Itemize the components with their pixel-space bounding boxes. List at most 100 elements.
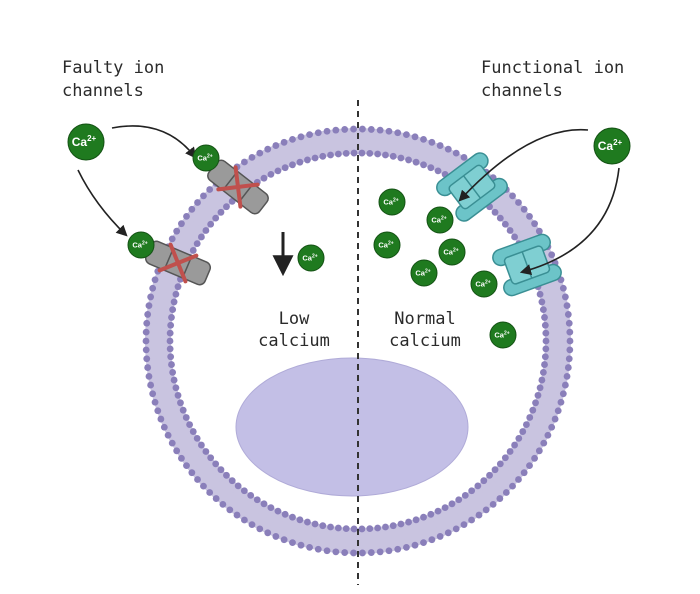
lipid-tail: [165, 291, 174, 294]
lipid-head: [179, 406, 187, 414]
lipid-head: [382, 523, 389, 531]
lipid-tail: [157, 280, 166, 284]
lipid-tail: [512, 452, 520, 459]
lipid-tail: [548, 323, 557, 326]
lipid-tail: [309, 536, 313, 545]
lipid-tail: [520, 458, 528, 465]
lipid-tail: [544, 299, 553, 302]
lipid-tail: [525, 451, 533, 458]
lipid-head: [420, 161, 427, 169]
lipid-head: [334, 150, 342, 158]
lipid-tail: [320, 145, 323, 154]
lipid-tail: [253, 514, 258, 523]
lipid-head: [482, 506, 490, 514]
calcium-ion-icon: [373, 231, 401, 259]
lipid-head: [289, 135, 296, 143]
lipid-tail: [212, 471, 220, 478]
lipid-tail: [296, 151, 300, 160]
lipid-head: [538, 298, 546, 306]
lipid-head: [491, 208, 499, 216]
lipid-tail: [438, 160, 444, 169]
lipid-tail: [320, 528, 323, 537]
lipid-tail: [163, 299, 172, 302]
lipid-tail: [395, 135, 398, 144]
lipid-tail: [529, 232, 538, 238]
lipid-tail: [479, 500, 485, 508]
lipid-head: [160, 423, 168, 431]
lipid-tail: [318, 135, 321, 144]
lipid-tail: [265, 164, 270, 172]
lipid-head: [535, 447, 543, 455]
lipid-tail: [393, 528, 396, 537]
normal-calcium-line2: calcium: [389, 331, 461, 351]
lipid-tail: [160, 406, 169, 411]
nucleus: [235, 357, 469, 497]
lipid-head: [511, 233, 518, 241]
lipid-tail: [533, 437, 542, 443]
lipid-head: [198, 441, 205, 449]
lipid-head: [206, 489, 214, 496]
lipid-tail: [174, 239, 183, 245]
lipid-tail: [170, 429, 179, 435]
lipid-head: [366, 149, 374, 157]
lipid-tail: [178, 444, 187, 450]
lipid-tail: [169, 403, 178, 407]
lipid-head: [411, 541, 419, 549]
lipid-head: [554, 407, 562, 415]
lipid-tail: [183, 451, 191, 458]
lipid-tail: [502, 210, 509, 217]
lipid-tail: [435, 526, 440, 534]
lipid-head: [327, 151, 334, 159]
lipid-tail: [312, 147, 315, 156]
lipid-tail: [520, 217, 528, 224]
lipid-head: [332, 126, 340, 134]
lipid-tail: [224, 192, 231, 200]
lipid-tail: [552, 390, 561, 394]
lipid-tail: [516, 446, 525, 452]
lipid-tail: [401, 147, 404, 156]
lipid-head: [142, 346, 150, 354]
lipid-tail: [326, 539, 330, 548]
lipid-head: [441, 504, 449, 512]
lipid-tail: [544, 380, 553, 383]
normal-calcium-line1: Normal: [394, 309, 455, 329]
lipid-head: [174, 391, 182, 399]
lipid-head: [297, 133, 305, 141]
lipid-head: [157, 415, 165, 423]
lipid-head: [385, 127, 393, 135]
lipid-tail: [431, 516, 436, 525]
lipid-tail: [288, 519, 292, 528]
lipid-tail: [541, 422, 550, 427]
lipid-tail: [312, 526, 315, 535]
lipid-head: [444, 529, 452, 537]
lipid-head: [311, 520, 319, 528]
lipid-head: [170, 298, 178, 306]
lipid-head: [311, 154, 319, 162]
lipid-tail: [335, 540, 338, 549]
lipid-tail: [159, 323, 168, 326]
lipid-tail: [446, 510, 451, 518]
lipid-head: [405, 156, 412, 164]
lipid-head: [474, 482, 482, 490]
lipid-tail: [196, 223, 204, 230]
lipid-tail: [288, 154, 292, 163]
lipid-head: [515, 434, 523, 442]
lipid-head: [296, 516, 304, 524]
lipid-head: [412, 158, 420, 166]
lipid-tail: [218, 198, 225, 205]
lipid-head: [536, 290, 544, 298]
lipid-tail: [544, 414, 553, 419]
lipid-head: [260, 500, 268, 508]
lipid-tail: [547, 406, 556, 411]
lipid-head: [542, 337, 550, 345]
lipid-tail: [183, 224, 191, 231]
lipid-tail: [201, 459, 209, 466]
lipid-head: [188, 469, 196, 477]
lipid-tail: [245, 164, 251, 172]
lipid-head: [366, 525, 374, 533]
faulty-label-line1: Faulty ion: [62, 58, 164, 78]
lipid-tail: [507, 216, 515, 223]
lipid-tail: [556, 374, 565, 377]
lipid-tail: [150, 314, 159, 317]
lipid-tail: [453, 506, 458, 514]
